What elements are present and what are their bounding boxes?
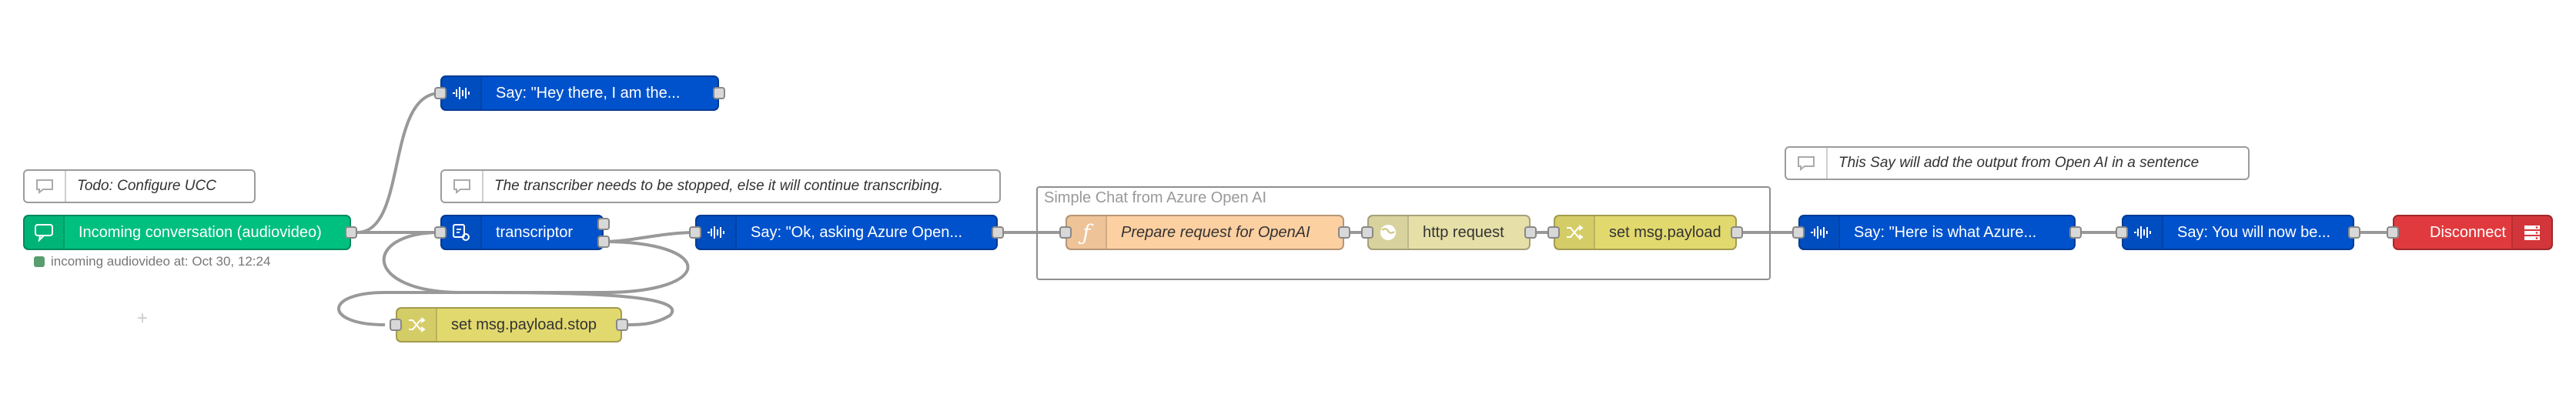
node-transcriptor[interactable]: transcriptor [440, 215, 604, 250]
output-port[interactable] [2069, 226, 2082, 239]
input-port[interactable] [1792, 226, 1805, 239]
node-label: Say: "Hey there, I am the... [496, 84, 681, 102]
output-port[interactable] [345, 226, 357, 239]
node-say-ok[interactable]: Say: "Ok, asking Azure Open... [695, 215, 998, 250]
input-port[interactable] [1547, 226, 1560, 239]
output-port[interactable] [992, 226, 1004, 239]
comment-icon [1786, 148, 1828, 179]
node-label: Say: "Here is what Azure... [1854, 223, 2037, 241]
chat-bubble-icon [25, 216, 65, 249]
input-port[interactable] [2387, 226, 2399, 239]
sound-wave-icon [442, 77, 482, 109]
function-icon: ƒ [1067, 216, 1107, 249]
input-port[interactable] [434, 226, 447, 239]
status-text: incoming audiovideo at: Oct 30, 12:24 [51, 254, 271, 269]
comment-icon [442, 171, 483, 202]
disconnect-icon [2511, 216, 2551, 249]
transcribe-icon [442, 216, 482, 249]
node-set-stop[interactable]: set msg.payload.stop [396, 307, 622, 342]
node-say-here[interactable]: Say: "Here is what Azure... [1798, 215, 2076, 250]
group-simple-chat[interactable]: Simple Chat from Azure Open AI [1036, 186, 1771, 280]
output-port[interactable] [1524, 226, 1537, 239]
output-port[interactable] [616, 319, 628, 331]
input-port[interactable] [390, 319, 402, 331]
node-say-hey[interactable]: Say: "Hey there, I am the... [440, 75, 719, 111]
node-say-you[interactable]: Say: You will now be... [2122, 215, 2354, 250]
node-incoming-conversation[interactable]: Incoming conversation (audiovideo) [23, 215, 351, 250]
comment-label: The transcriber needs to be stopped, els… [494, 178, 943, 194]
node-set-payload[interactable]: set msg.payload [1554, 215, 1737, 250]
node-prepare-request[interactable]: ƒ Prepare request for OpenAI [1066, 215, 1344, 250]
wire-transcriptor-to-say-ok [603, 231, 696, 243]
wire-incoming-to-say-hey [356, 92, 441, 234]
node-label: Incoming conversation (audiovideo) [79, 223, 322, 241]
sound-wave-icon [2123, 216, 2163, 249]
node-label: Say: You will now be... [2177, 223, 2331, 241]
node-label: Prepare request for OpenAI [1121, 223, 1310, 241]
comment-label: Todo: Configure UCC [77, 178, 216, 194]
shuffle-icon [397, 309, 437, 341]
node-status: incoming audiovideo at: Oct 30, 12:24 [34, 254, 270, 269]
shuffle-icon [1555, 216, 1595, 249]
comment-transcriber[interactable]: The transcriber needs to be stopped, els… [440, 169, 1001, 203]
comment-say-note[interactable]: This Say will add the output from Open A… [1785, 146, 2250, 180]
comment-icon [25, 171, 66, 202]
output-port[interactable] [1338, 226, 1350, 239]
comment-todo[interactable]: Todo: Configure UCC [23, 169, 256, 203]
node-http-request[interactable]: http request [1367, 215, 1531, 250]
output-port-1[interactable] [597, 218, 610, 230]
sound-wave-icon [697, 216, 737, 249]
input-port[interactable] [1059, 226, 1072, 239]
group-label: Simple Chat from Azure Open AI [1044, 189, 1267, 206]
comment-label: This Say will add the output from Open A… [1838, 155, 2200, 171]
node-label: transcriptor [496, 223, 574, 241]
output-port-2[interactable] [597, 236, 610, 248]
output-port[interactable] [713, 87, 725, 99]
node-label: set msg.payload.stop [451, 316, 597, 333]
sound-wave-icon [1800, 216, 1840, 249]
node-label: Disconnect [2430, 223, 2506, 241]
output-port[interactable] [2348, 226, 2360, 239]
output-port[interactable] [1731, 226, 1743, 239]
input-port[interactable] [689, 226, 701, 239]
input-port[interactable] [1361, 226, 1373, 239]
globe-icon [1369, 216, 1409, 249]
wire-transcriptor-to-set-stop-loop-b [382, 231, 674, 326]
node-disconnect[interactable]: Disconnect [2393, 215, 2553, 250]
node-label: set msg.payload [1609, 223, 1721, 241]
node-label: Say: "Ok, asking Azure Open... [751, 223, 963, 241]
status-indicator [34, 256, 45, 267]
input-port[interactable] [2116, 226, 2128, 239]
input-port[interactable] [434, 87, 447, 99]
node-label: http request [1423, 223, 1504, 241]
cursor-crosshair-icon: + [137, 308, 149, 329]
